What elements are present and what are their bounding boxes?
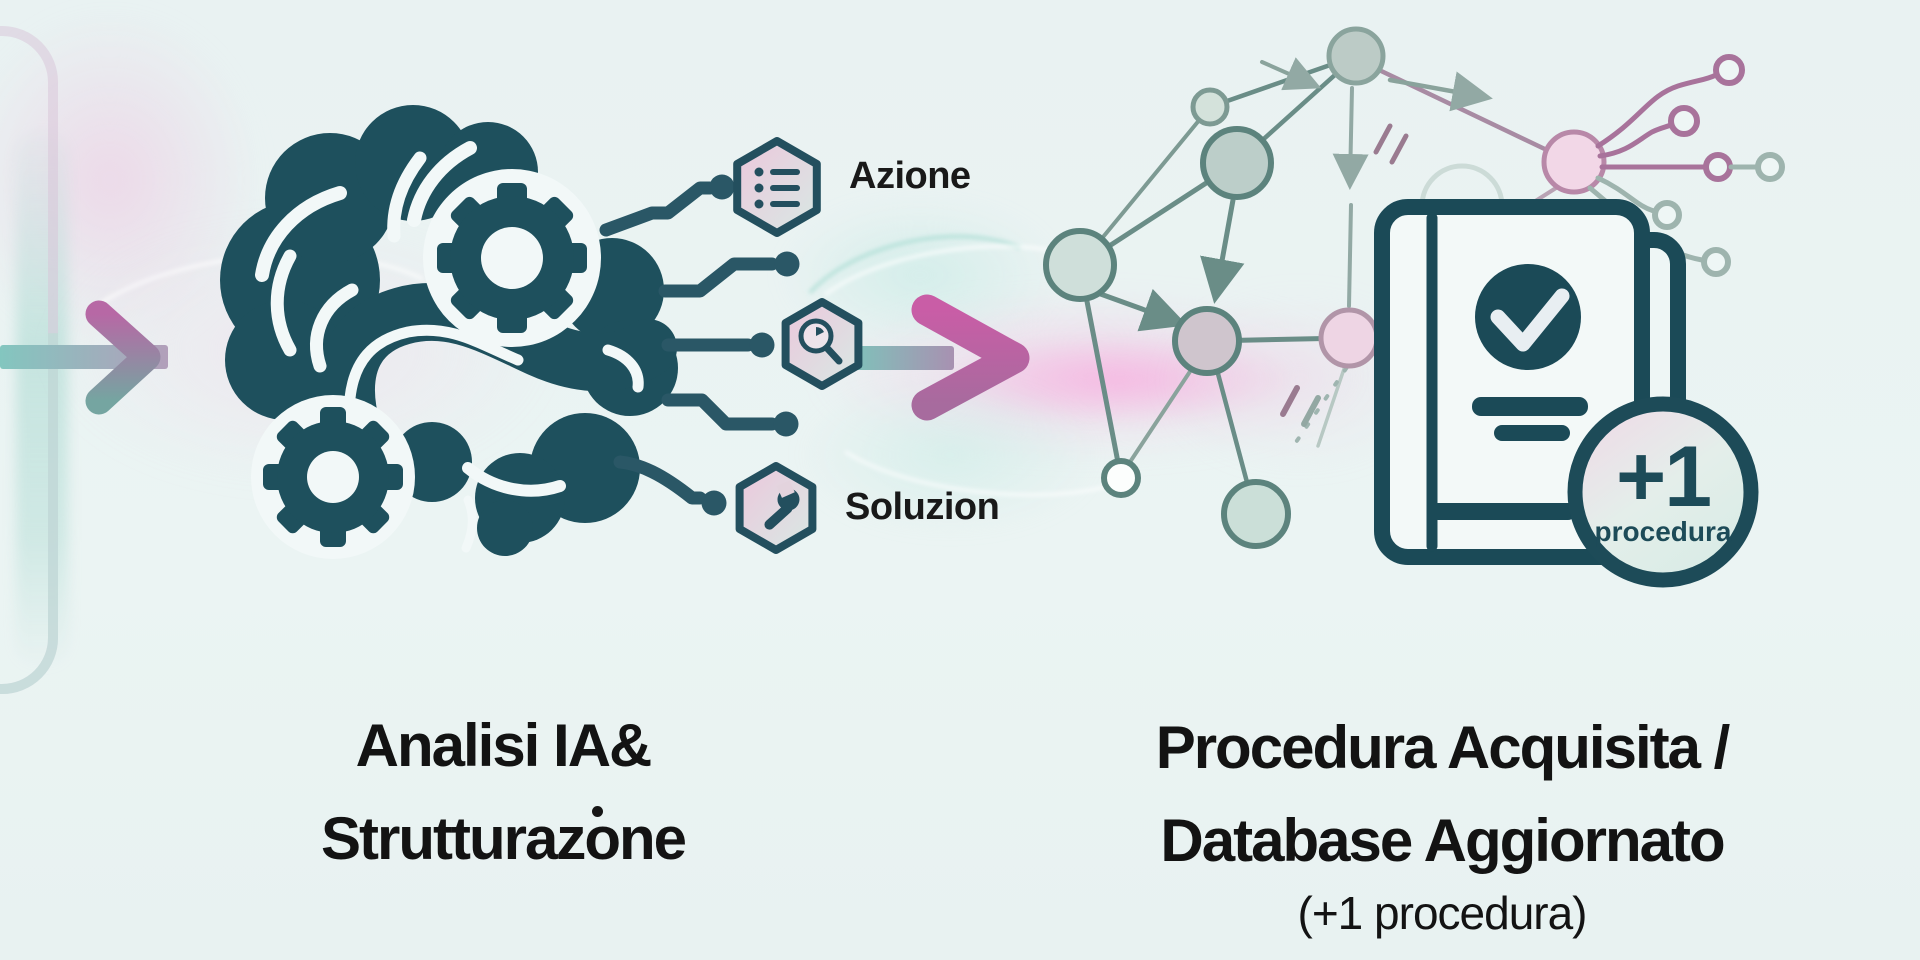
- left-caption: Analisi IA& Strutturazone: [178, 699, 828, 885]
- left-caption-line1: Analisi IA&: [355, 712, 653, 779]
- left-caption-line2: Strutturazone: [321, 805, 687, 872]
- text-bar: [1494, 425, 1570, 441]
- right-caption-line2: Database Aggiornato: [1160, 807, 1725, 874]
- magnifier-icon: [798, 318, 843, 365]
- list-icon: [754, 167, 800, 209]
- branch-circuits: [1587, 54, 1785, 277]
- check-circle-icon: [1475, 264, 1581, 370]
- gear-small-icon: [263, 407, 403, 547]
- break-marks: [1280, 123, 1409, 427]
- check-mark: [1490, 288, 1570, 352]
- text-bar: [1472, 397, 1588, 416]
- arrow-right-icon: [852, 294, 1030, 421]
- badge-plus-one: +1: [1615, 429, 1712, 525]
- plus-one-badge: [1567, 396, 1759, 588]
- hub-node: [1541, 129, 1607, 195]
- right-caption-line3: (+1 procedura): [1297, 887, 1588, 939]
- brain-output-traces: [599, 181, 779, 505]
- right-caption-line1: Procedura Acquisita /: [1155, 714, 1731, 781]
- soluzion-label: Soluzion: [845, 486, 1000, 528]
- azione-label: Azione: [849, 155, 971, 197]
- hexagon-magnifier: [781, 298, 863, 390]
- arrow-right-icon: [0, 300, 168, 415]
- book-page-edge: [1430, 503, 1576, 520]
- trace-nodes: [701, 174, 800, 516]
- stray-dot-decoration: [592, 806, 603, 817]
- book-check-icon: [1374, 199, 1686, 565]
- gear-icon: [437, 183, 587, 333]
- brain-gears-icon: [220, 105, 678, 559]
- hexagon-wrench: [735, 462, 817, 554]
- right-caption: Procedura Acquisita / Database Aggiornat…: [1080, 701, 1804, 939]
- badge-unit-label: procedura: [1594, 516, 1732, 547]
- wrench-icon: [764, 480, 800, 530]
